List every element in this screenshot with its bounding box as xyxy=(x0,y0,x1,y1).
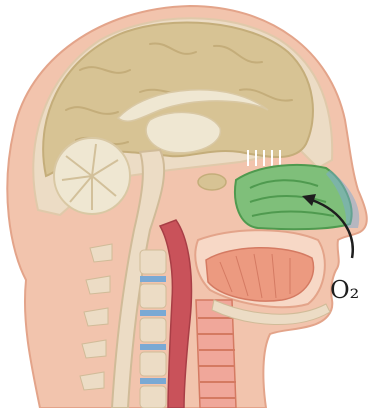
pituitary xyxy=(198,174,226,190)
thalamus xyxy=(146,112,220,152)
oxygen-label: O₂ xyxy=(330,276,359,304)
tongue xyxy=(206,248,314,301)
